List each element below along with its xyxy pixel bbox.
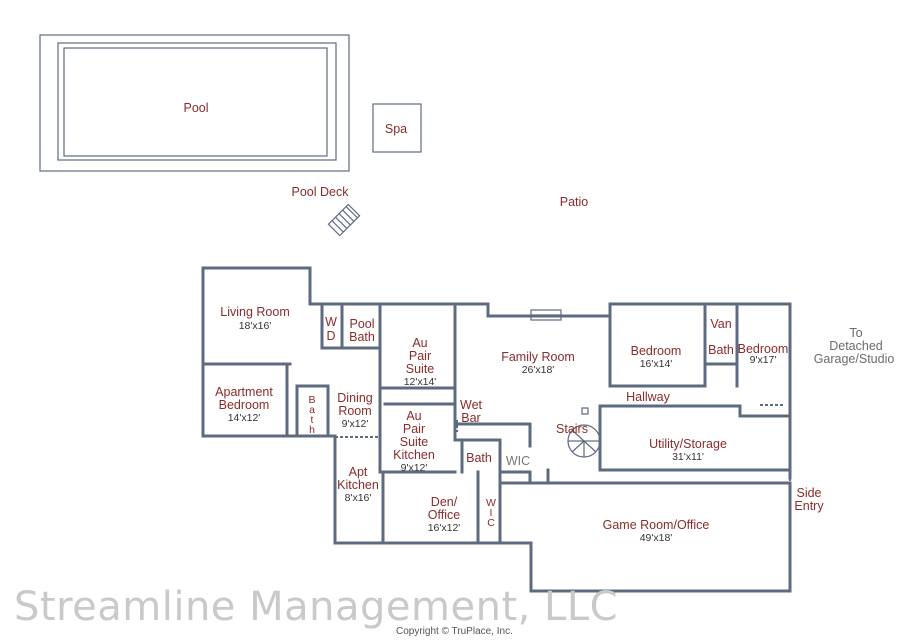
apt-kitchen-label-1: Apt — [349, 465, 368, 479]
pool-deck-label: Pool Deck — [292, 185, 350, 199]
living-room-dim: 18'x16' — [239, 320, 272, 332]
wic-2-label-1: W — [486, 497, 496, 509]
au-pair-kitchen-label-3: Suite — [400, 435, 429, 449]
apt-kitchen-label-2: Kitchen — [337, 478, 379, 492]
door-openings — [310, 303, 791, 500]
au-pair-kitchen-label-1: Au — [406, 409, 421, 423]
wet-bar-label-1: Wet — [460, 398, 483, 412]
apartment-bedroom-label-1: Apartment — [215, 385, 273, 399]
pool-bath-label-1: Pool — [349, 317, 374, 331]
hallway-label: Hallway — [626, 390, 671, 404]
patio-label: Patio — [560, 195, 589, 209]
au-pair-suite-label-1: Au — [412, 336, 427, 350]
bedroom-2-dim: 9'x17' — [750, 354, 777, 366]
to-garage-label-1: To — [849, 326, 862, 340]
dining-room-dim: 9'x12' — [342, 418, 369, 430]
au-pair-kitchen-label-2: Pair — [403, 422, 425, 436]
au-pair-suite-label-2: Pair — [409, 349, 431, 363]
pool-label: Pool — [183, 101, 208, 115]
apt-bath-label-3: t — [311, 414, 314, 426]
bedroom-2-label: Bedroom — [738, 342, 789, 356]
watermark: Streamline Management, LLC — [14, 584, 619, 630]
utility-storage-label: Utility/Storage — [649, 437, 727, 451]
game-room-dim: 49'x18' — [640, 532, 673, 544]
wic-1-label: WIC — [506, 454, 530, 468]
apartment-bedroom-dim: 14'x12' — [228, 412, 261, 424]
apt-bath-label-4: h — [309, 424, 315, 436]
bedroom-1-dim: 16'x14' — [640, 358, 673, 370]
au-pair-kitchen-dim: 9'x12' — [401, 462, 428, 474]
den-office-dim: 16'x12' — [428, 522, 461, 534]
pool — [39, 34, 350, 172]
family-room-label: Family Room — [501, 350, 575, 364]
living-room-label: Living Room — [220, 305, 289, 319]
wic-2-label-2: I — [490, 507, 493, 519]
to-garage-label-3: Garage/Studio — [814, 352, 895, 366]
stairs-label: Stairs — [556, 422, 588, 436]
utility-storage-dim: 31'x11' — [672, 451, 704, 463]
au-pair-suite-label-3: Suite — [406, 362, 435, 376]
spa-label: Spa — [385, 122, 407, 136]
bath-mid-label: Bath — [466, 451, 492, 465]
apt-kitchen-dim: 8'x16' — [345, 492, 372, 504]
au-pair-suite-dim: 12'x14' — [404, 376, 437, 388]
dining-room-label-2: Room — [338, 404, 371, 418]
building-walls — [201, 266, 792, 593]
family-room-dim: 26'x18' — [522, 364, 555, 376]
apartment-bedroom-label-2: Bedroom — [219, 398, 270, 412]
apt-bath-label-1: B — [308, 394, 315, 406]
wd-label-d: D — [326, 329, 335, 343]
bedroom-1-label: Bedroom — [631, 344, 682, 358]
spa — [372, 103, 422, 153]
bath-upper-label: Bath — [708, 343, 734, 357]
to-garage-label-2: Detached — [829, 339, 883, 353]
side-entry-label-1: Side — [796, 486, 821, 500]
au-pair-kitchen-label-4: Kitchen — [393, 448, 435, 462]
den-office-label-1: Den/ — [431, 495, 458, 509]
van-label: Van — [710, 317, 731, 331]
den-office-label-2: Office — [428, 508, 460, 522]
copyright-notice: Copyright © TruPlace, Inc. — [396, 626, 513, 637]
wd-label-w: W — [325, 315, 337, 329]
wet-bar-label-2: Bar — [461, 411, 480, 425]
deck-stairs-icon — [327, 203, 361, 237]
wic-2-label-3: C — [487, 517, 495, 529]
game-room-label: Game Room/Office — [603, 518, 710, 532]
pool-bath-label-2: Bath — [349, 330, 375, 344]
side-entry-label-2: Entry — [794, 499, 824, 513]
apt-bath-label-2: a — [309, 404, 315, 416]
spiral-stairs-icon — [567, 407, 601, 458]
dining-room-label-1: Dining — [337, 391, 372, 405]
